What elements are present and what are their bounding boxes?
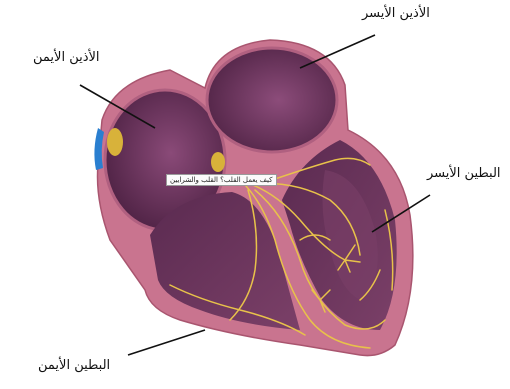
av-node (211, 152, 225, 172)
label-left-ventricle: البطين الأيسر (427, 166, 501, 181)
label-right-atrium: الأذين الأيمن (33, 50, 100, 65)
left-atrium-chamber (207, 48, 337, 152)
sa-node (107, 128, 123, 156)
tooltip: كيف يعمل القلب؟ القلب والشرايين (166, 174, 277, 186)
label-right-ventricle: البطين الأيمن (38, 358, 110, 373)
label-left-atrium: الأذين الأيسر (362, 6, 430, 21)
